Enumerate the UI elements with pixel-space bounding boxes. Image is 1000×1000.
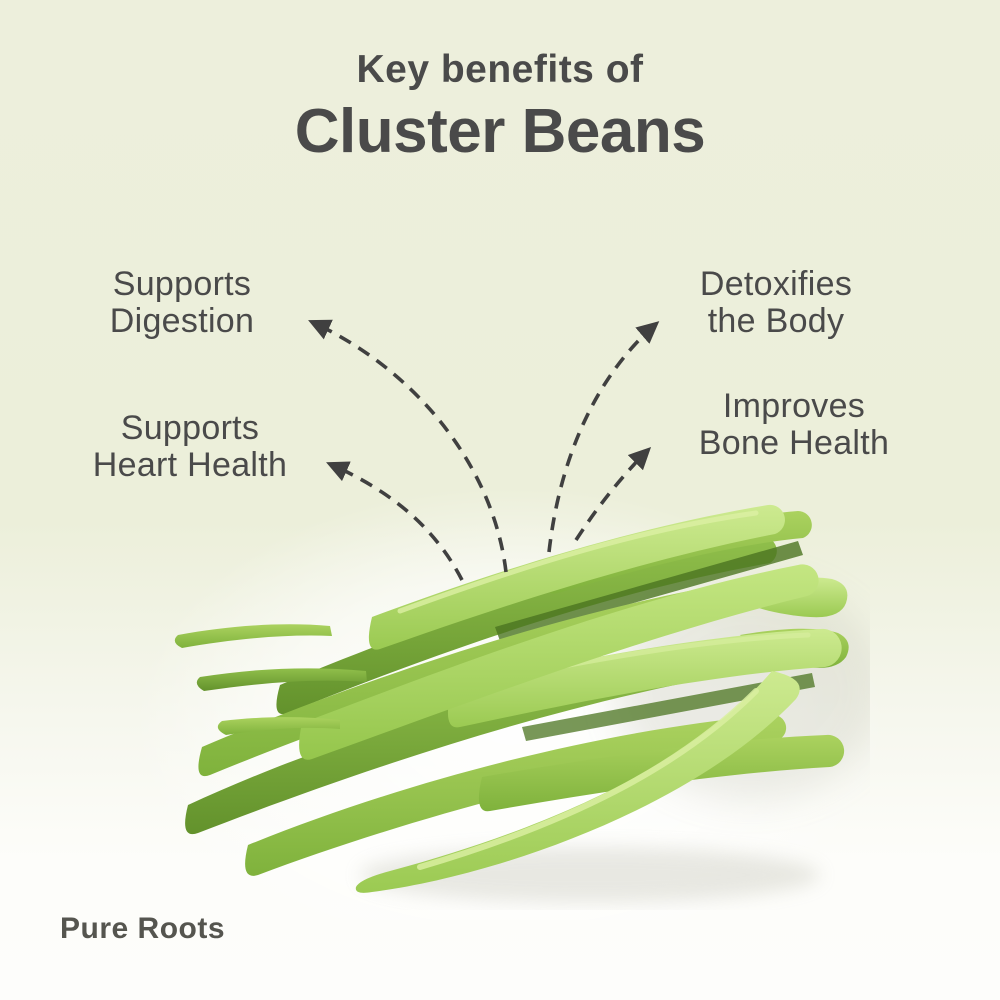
benefit-label-supports-digestion: Supports Digestion xyxy=(20,265,344,341)
cluster-beans-image xyxy=(174,504,870,903)
bean-pod-shadow-gap xyxy=(495,541,803,641)
benefit-line: the Body xyxy=(707,302,845,341)
benefit-label-improves-bone-health: Improves Bone Health xyxy=(632,387,956,463)
bean-pod xyxy=(299,564,819,760)
benefit-line: Digestion xyxy=(109,302,255,341)
bean-pod-tip xyxy=(217,717,340,735)
benefit-line: Detoxifies xyxy=(699,265,853,303)
benefit-line: Improves xyxy=(722,387,866,425)
title-kicker: Key benefits of xyxy=(356,48,644,91)
benefit-label-detoxifies-the-body: Detoxifies the Body xyxy=(614,265,938,341)
benefit-line: Bone Health xyxy=(698,424,890,463)
bean-pod xyxy=(276,536,777,715)
brand-name: Pure Roots xyxy=(60,912,226,945)
bean-highlight xyxy=(417,688,759,870)
benefit-line: Supports xyxy=(120,409,260,447)
bean-pod-tip xyxy=(174,624,332,648)
page-title: Cluster Beans xyxy=(294,97,706,166)
benefit-line: Supports xyxy=(112,265,252,303)
bean-pod-shadow-gap xyxy=(522,673,815,741)
bean-pod xyxy=(447,628,842,728)
benefit-label-supports-heart-health: Supports Heart Health xyxy=(28,409,352,485)
bean-pile xyxy=(174,504,849,893)
bean-pod xyxy=(368,504,785,650)
bean-pod-tip xyxy=(196,668,367,691)
benefit-line: Heart Health xyxy=(92,446,288,485)
